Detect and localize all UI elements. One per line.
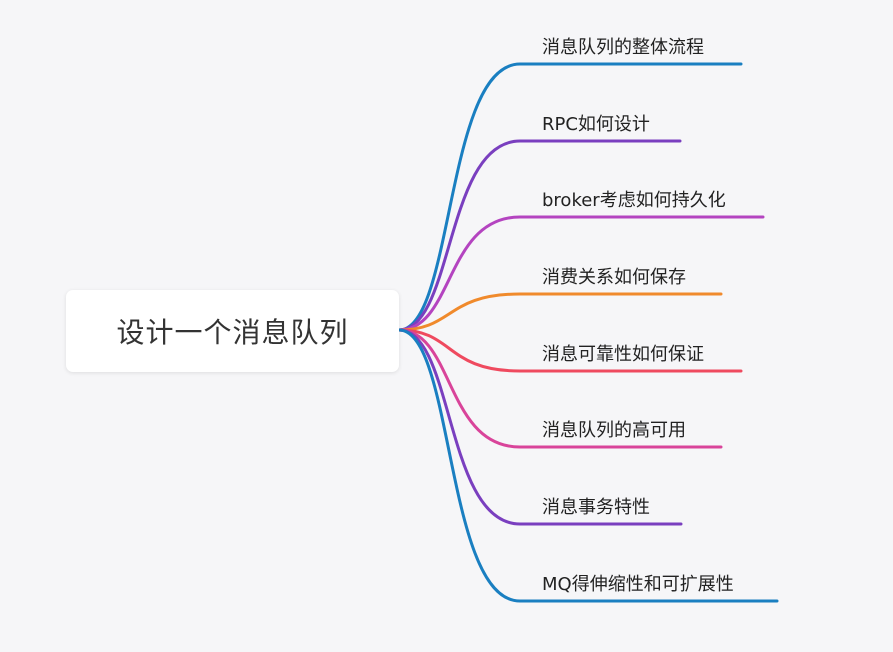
branch-connector-4 bbox=[397, 292, 723, 332]
branch-label-8[interactable]: MQ得伸缩性和可扩展性 bbox=[542, 574, 734, 595]
branch-label-4[interactable]: 消费关系如何保存 bbox=[542, 267, 686, 288]
branch-label-1[interactable]: 消息队列的整体流程 bbox=[542, 37, 704, 58]
branch-connector-3 bbox=[397, 215, 765, 332]
branch-label-3[interactable]: broker考虑如何持久化 bbox=[542, 190, 726, 211]
branch-connector-2 bbox=[397, 139, 682, 332]
root-topic-node[interactable]: 设计一个消息队列 bbox=[66, 290, 399, 372]
branch-connector-5 bbox=[397, 328, 743, 373]
branch-label-6[interactable]: 消息队列的高可用 bbox=[542, 420, 686, 441]
branch-connector-8 bbox=[397, 328, 779, 603]
branch-connector-7 bbox=[397, 328, 683, 526]
branch-label-5[interactable]: 消息可靠性如何保证 bbox=[542, 344, 704, 365]
root-topic-label: 设计一个消息队列 bbox=[116, 316, 349, 349]
branch-connector-1 bbox=[397, 62, 743, 332]
branch-label-7[interactable]: 消息事务特性 bbox=[542, 497, 650, 518]
branch-connector-6 bbox=[397, 328, 723, 449]
branch-label-2[interactable]: RPC如何设计 bbox=[542, 114, 650, 135]
